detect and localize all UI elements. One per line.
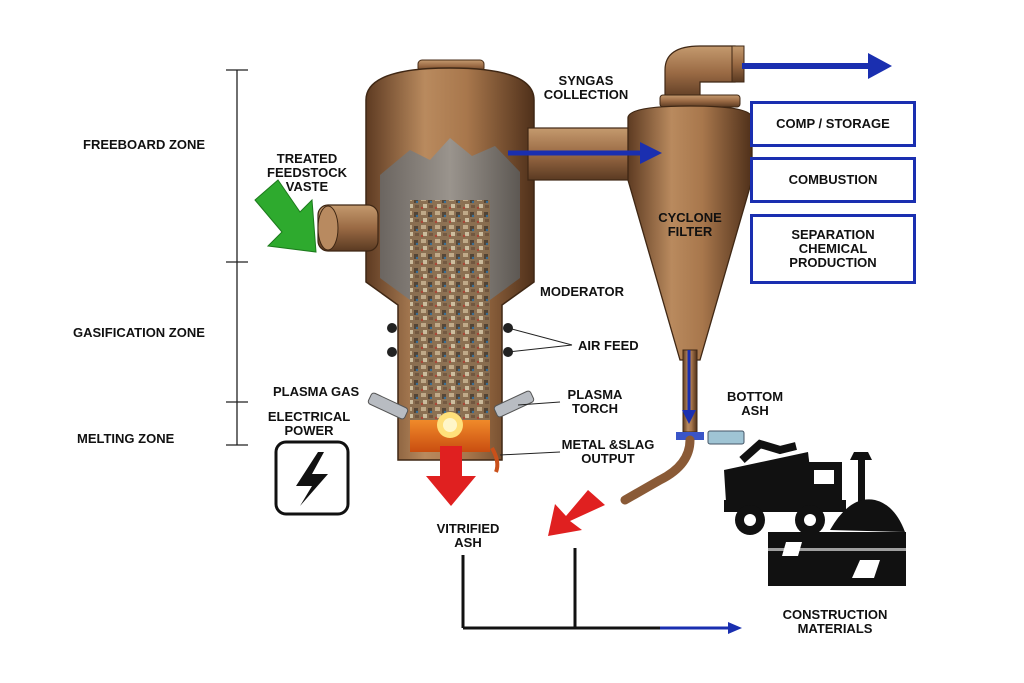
syngas-flow-arrow	[508, 142, 662, 164]
moderator-label: MODERATOR	[540, 284, 625, 299]
cyclone-filter-label: CYCLONE FILTER	[658, 210, 722, 239]
ash-red-arrow-icon	[548, 490, 605, 536]
feedstock-arrow-icon	[254, 179, 317, 253]
exhaust-flow-arrow	[742, 53, 892, 79]
slag-down-arrow-icon	[426, 446, 476, 506]
plasma-gas-label: PLASMA GAS	[273, 384, 360, 399]
freeboard-zone-label: FREEBOARD ZONE	[83, 137, 206, 152]
construction-materials-label: CONSTRUCTION MATERIALS	[782, 607, 888, 636]
vitrified-ash-connector	[461, 548, 742, 634]
plasma-torch-label: PLASMA TORCH	[567, 387, 623, 416]
cyclone-filter	[620, 45, 753, 505]
leader-lines	[499, 327, 573, 456]
vitrified-ash-label: VITRIFIED ASH	[436, 521, 500, 550]
zone-ruler	[226, 69, 248, 446]
gasifier-vessel	[317, 59, 535, 473]
bottom-ash-down-arrow	[682, 350, 696, 424]
lightning-bolt-icon	[274, 440, 350, 516]
treated-feedstock-label: TREATED FEEDSTOCK VASTE	[267, 151, 347, 194]
gasification-zone-label: GASIFICATION ZONE	[73, 325, 205, 340]
metal-slag-output-label: METAL &SLAG OUTPUT	[561, 437, 655, 466]
air-feed-label: AIR FEED	[578, 338, 639, 353]
melting-zone-label: MELTING ZONE	[77, 431, 175, 446]
syngas-collection-label: SYNGAS COLLECTION	[543, 73, 629, 102]
bottom-ash-label: BOTTOM ASH	[726, 389, 784, 418]
dump-truck-icon	[724, 439, 846, 535]
comp-storage-box: COMP / STORAGE	[750, 101, 916, 147]
construction-site-icon	[768, 452, 906, 586]
electrical-power-label: ELECTRICAL POWER	[267, 409, 351, 438]
combustion-box: COMBUSTION	[750, 157, 916, 203]
separation-chemical-production-box: SEPARATION CHEMICAL PRODUCTION	[750, 214, 916, 284]
